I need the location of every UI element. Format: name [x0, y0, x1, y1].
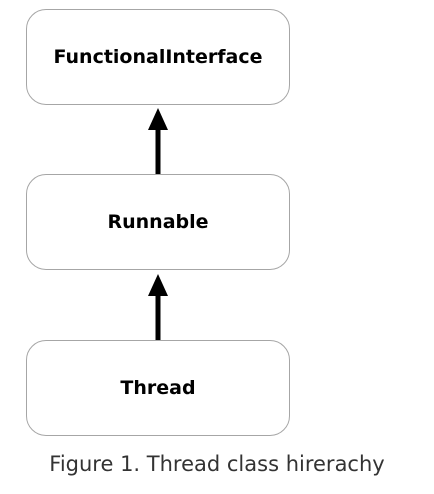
arrow-head — [148, 108, 168, 130]
figure-caption: Figure 1. Thread class hirerachy — [49, 452, 385, 476]
arrow-runnable-to-functional-interface — [148, 108, 168, 174]
thread-node: Thread — [26, 340, 290, 436]
arrow-thread-to-runnable — [148, 274, 168, 340]
arrow-head — [148, 274, 168, 296]
runnable-node: Runnable — [26, 174, 290, 270]
functional-interface-node: FunctionalInterface — [26, 9, 290, 105]
